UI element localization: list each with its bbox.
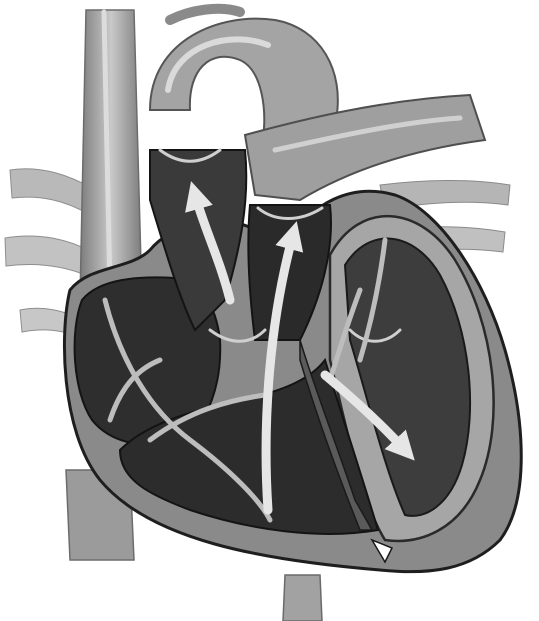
descending-aorta — [283, 575, 322, 621]
superior-vena-cava — [80, 10, 142, 300]
